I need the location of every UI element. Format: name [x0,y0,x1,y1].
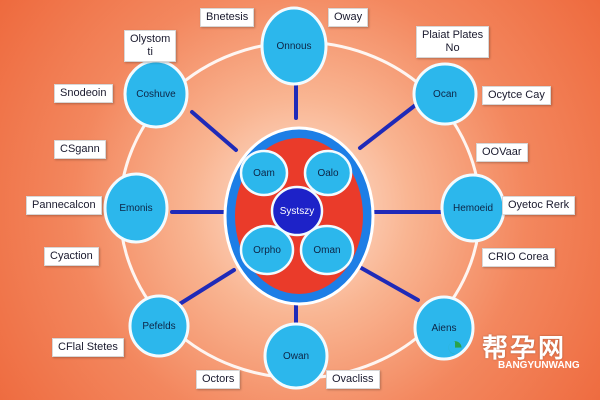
watermark-logo-icon: ◔ [446,330,465,363]
callout-top-left: Olystom ti [124,30,177,62]
node-left-label: Coshuve [136,89,176,100]
spokes [170,80,442,332]
hub-node-bottom-right [299,224,355,276]
watermark: ◔ 帮孕网 BANGYUNWANG [446,326,596,376]
node-bottom-right-label: Aiens [431,323,456,334]
callout-left-d: Cyaction [44,247,99,266]
node-bottom-left [128,294,190,358]
spoke-bottom-left [176,268,236,307]
spoke-top-right [358,98,424,150]
callout-bottom-b: Ovacliss [326,370,380,389]
hub-node-top-right [303,149,353,197]
hub-node-bottom-left-label: Orpho [253,245,281,256]
callout-left-b: CSgann [54,140,106,159]
callout-right-a: Ocytce Cay [482,86,551,105]
watermark-en: BANGYUNWANG [498,360,580,371]
hub-nodes: Oam Oalo Orpho Oman Systszy [239,149,355,276]
node-left-mid [103,172,169,244]
watermark-cn: 帮孕网 [482,333,567,363]
spoke-bottom-right [354,263,420,302]
callout-left-c: Pannecalcon [26,196,102,215]
callout-right-c: Oyetoc Rerk [502,196,576,215]
callout-bottom-a: Octors [196,370,241,389]
hub-node-top-left [239,149,289,197]
hub-node-bottom-left [239,224,295,276]
callout-top-a: Bnetesis [200,8,255,27]
node-top-right-label: Ocan [433,89,457,100]
node-bottom [263,322,329,390]
node-bottom-label: Owan [283,351,309,362]
spoke-left [190,110,238,152]
hub-node-top-left-label: Oam [253,168,275,179]
node-top-right [412,62,478,126]
node-top [260,6,328,86]
hub-center-label: Systszy [280,206,314,217]
hub-node-top-right-label: Oalo [317,168,339,179]
node-top-label: Onnous [276,41,311,52]
callout-right-d: CRIO Corea [482,248,555,267]
node-right-mid-label: Hemoeid [453,203,493,214]
callout-left-a: Snodeoin [54,84,113,103]
callout-bottom-left-a: CFlal Stetes [52,338,124,357]
node-left-mid-label: Emonis [119,203,152,214]
node-bottom-left-label: Pefelds [142,321,175,332]
callout-right-b: OOVaar [476,143,528,162]
outer-nodes: Onnous Ocan Coshuve Emonis Hemoeid Pefel… [103,6,506,390]
hub-center-node [270,185,324,237]
callout-top-right: Plaiat Plates No [416,26,490,58]
callout-top-b: Oway [328,8,369,27]
node-bottom-right [413,295,475,361]
hub-node-bottom-right-label: Oman [313,245,340,256]
